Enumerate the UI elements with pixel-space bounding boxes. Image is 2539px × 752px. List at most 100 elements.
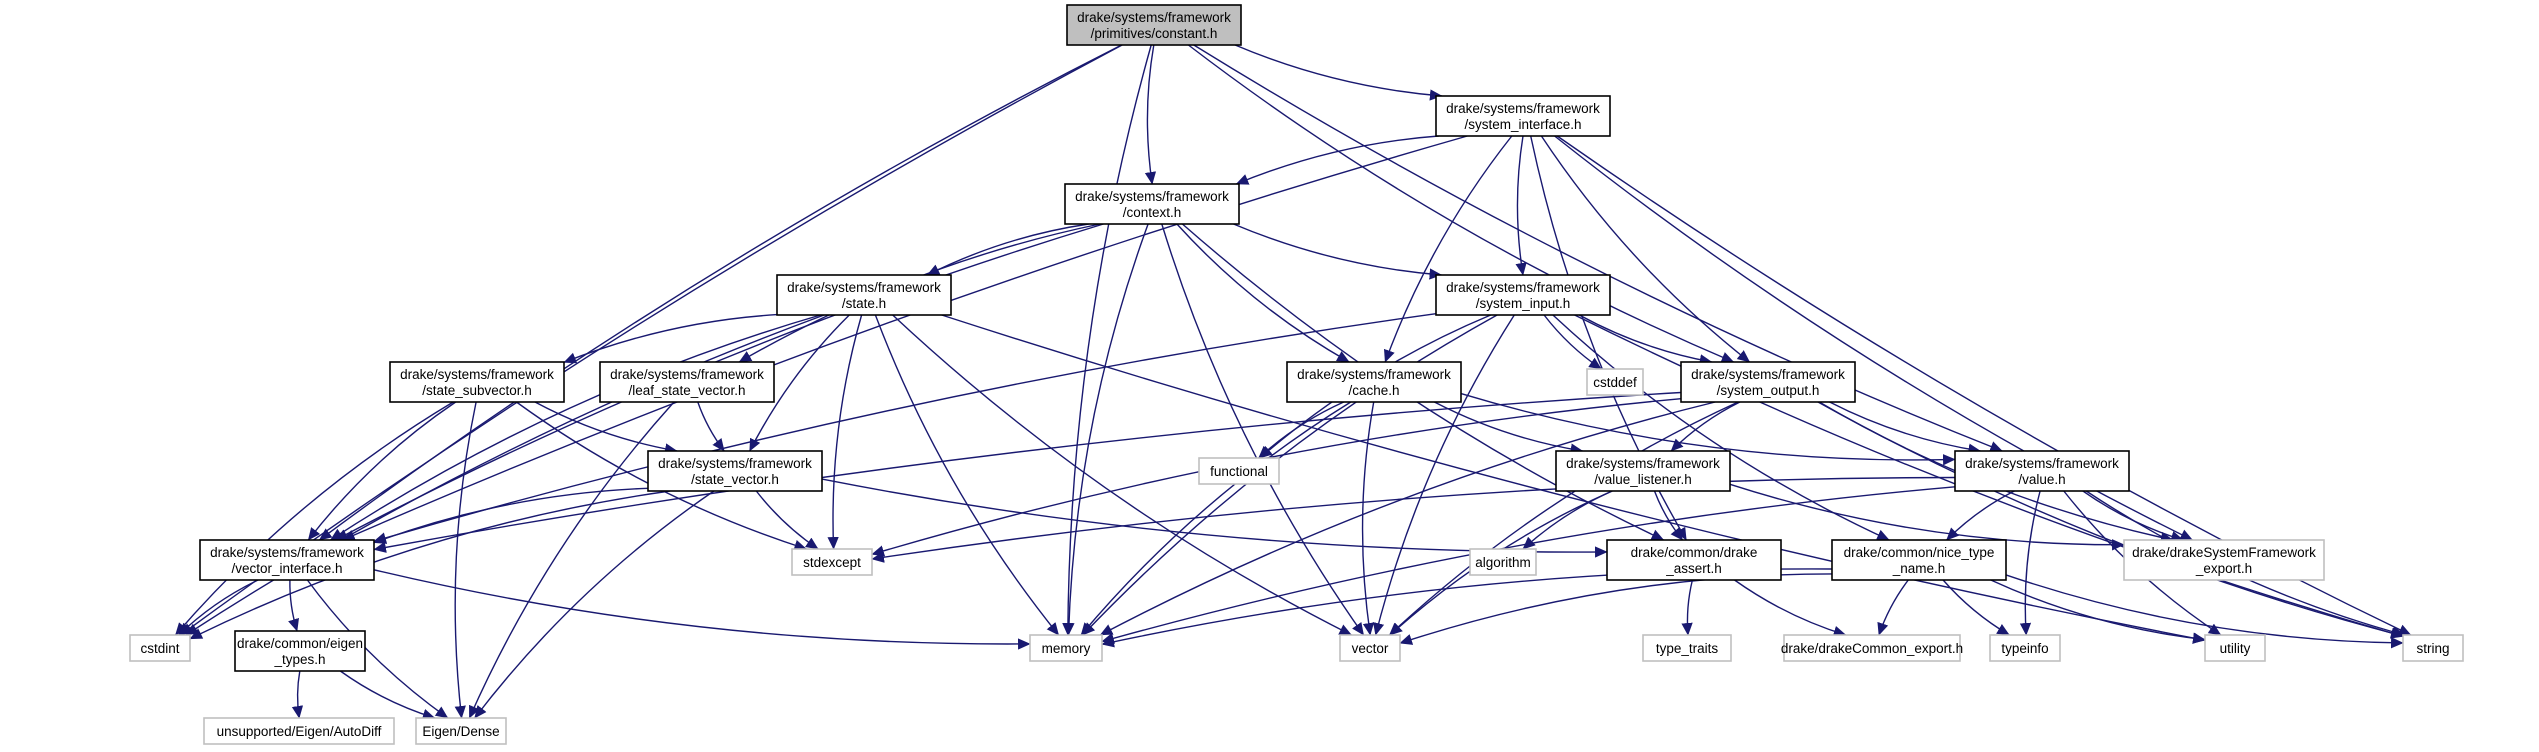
edge-vector_interface-to-memory (373, 569, 1031, 650)
node-label-line: drake/systems/framework (1965, 456, 2119, 471)
edge-line (563, 313, 778, 364)
edge-value-to-stdexcept (871, 476, 1956, 563)
edge-nice_type_name-to-typeinfo (1942, 579, 2010, 636)
node-label-line: functional (1210, 464, 1268, 479)
edge-constant-to-value (1193, 44, 2003, 452)
node-label-line: unsupported/Eigen/AutoDiff (217, 724, 382, 739)
node-box (1606, 539, 1782, 581)
edge-state_vector-to-eigen_dense (474, 490, 715, 719)
edge-line (1234, 44, 1443, 101)
node-system-input[interactable]: drake/systems/framework/system_input.h (1435, 274, 1611, 316)
node-leaf-state-vector[interactable]: drake/systems/framework/leaf_state_vecto… (599, 361, 775, 403)
node-label-line: /system_output.h (1717, 383, 1820, 398)
node-utility: utility (2204, 634, 2266, 662)
node-label-line: drake/common/drake (1631, 545, 1758, 560)
node-label-line: drake/systems/framework (610, 367, 764, 382)
node-label-line: _name.h (1892, 561, 1946, 576)
edge-constant-to-context (1144, 44, 1157, 185)
node-box (2123, 539, 2325, 581)
edge-line (1990, 579, 2206, 644)
node-label-line: drake/systems/framework (400, 367, 554, 382)
edge-system_output-to-value (1829, 401, 1982, 455)
edge-system_interface-to-context (1235, 135, 1439, 185)
node-label-line: /state_subvector.h (422, 383, 532, 398)
node-label-line: type_traits (1656, 641, 1719, 656)
node-label-line: string (2416, 641, 2449, 656)
edge-eigen_types-to-autodiff (291, 670, 304, 719)
node-box (1555, 450, 1731, 492)
edge-line (1817, 401, 2404, 639)
node-box (1831, 539, 2007, 581)
edge-state-to-stdexcept (827, 314, 863, 550)
node-nice-type-name[interactable]: drake/common/nice_type_name.h (1831, 539, 2007, 581)
edge-line (1080, 401, 1352, 636)
edge-state_subvector-to-eigen_dense (454, 401, 477, 719)
node-constant[interactable]: drake/systems/framework/primitives/const… (1066, 4, 1242, 46)
node-label-line: cstddef (1593, 375, 1637, 390)
edge-system_interface-to-system_input (1515, 135, 1527, 276)
edge-value_listener-to-drake_assert (1653, 490, 1684, 541)
edge-cache-to-value (1460, 392, 1956, 466)
edge-line (454, 401, 477, 719)
node-label-line: /value_listener.h (1594, 472, 1692, 487)
node-system-interface[interactable]: drake/systems/framework/system_interface… (1435, 95, 1611, 137)
node-system-output[interactable]: drake/systems/framework/system_output.h (1680, 361, 1856, 403)
node-box (599, 361, 775, 403)
node-drake-assert[interactable]: drake/common/drake_assert.h (1606, 539, 1782, 581)
edge-vector_interface-to-eigen_types (288, 579, 299, 632)
edge-line (874, 314, 1060, 636)
node-box (1586, 368, 1644, 396)
node-box (1198, 457, 1280, 485)
edge-system_output-to-vector_interface (373, 391, 1682, 553)
edge-cache-to-memory (1080, 401, 1352, 636)
node-eigen-types[interactable]: drake/common/eigen_types.h (234, 630, 366, 672)
edge-system_output-to-vector (1389, 401, 1739, 636)
node-cache[interactable]: drake/systems/framework/cache.h (1286, 361, 1462, 403)
edge-system_output-to-value_listener (1670, 401, 1741, 452)
node-box (2402, 634, 2464, 662)
node-cstddef: cstddef (1586, 368, 1644, 396)
edge-line (1946, 490, 2015, 541)
edge-line (1515, 135, 1527, 276)
node-stdexcept: stdexcept (791, 548, 873, 576)
edge-line (178, 579, 259, 636)
edge-line (306, 579, 449, 719)
edge-line (1460, 392, 1956, 466)
node-box (791, 548, 873, 576)
node-algorithm: algorithm (1469, 548, 1537, 576)
edge-line (291, 670, 304, 719)
edge-line (1729, 483, 2125, 551)
edge-system_interface-to-vector_interface (342, 135, 1468, 541)
node-state-vector[interactable]: drake/systems/framework/state_vector.h (647, 450, 823, 492)
edge-line (373, 487, 649, 544)
edge-state_vector-to-vector_interface (373, 487, 649, 544)
node-state-subvector[interactable]: drake/systems/framework/state_subvector.… (389, 361, 565, 403)
edge-line (288, 579, 299, 632)
node-box (1435, 95, 1611, 137)
node-label-line: drake/systems/framework (1446, 101, 1600, 116)
edge-line (941, 314, 2206, 644)
edge-state_subvector-to-vector_interface (307, 401, 457, 541)
edge-line (871, 398, 1682, 557)
node-value-listener[interactable]: drake/systems/framework/value_listener.h (1555, 450, 1731, 492)
edge-nice_type_name-to-vector (1399, 573, 1833, 645)
edge-line (1193, 44, 2003, 452)
node-vector-interface[interactable]: drake/systems/framework/vector_interface… (199, 539, 375, 581)
edge-line (2005, 574, 2404, 649)
node-state[interactable]: drake/systems/framework/state.h (776, 274, 952, 316)
edge-value_listener-to-algorithm (1522, 490, 1613, 550)
node-label-line: stdexcept (803, 555, 861, 570)
edge-line (1389, 401, 1739, 636)
node-label-line: /vector_interface.h (231, 561, 342, 576)
node-box (415, 717, 507, 745)
edge-line (1361, 401, 1375, 636)
edge-state-to-vector_interface (329, 314, 821, 541)
node-context[interactable]: drake/systems/framework/context.h (1064, 183, 1240, 225)
node-box (1286, 361, 1462, 403)
node-label-line: Eigen/Dense (422, 724, 499, 739)
edge-line (1681, 579, 1694, 636)
node-label-line: /system_interface.h (1464, 117, 1581, 132)
node-box (1066, 4, 1242, 46)
node-value[interactable]: drake/systems/framework/value.h (1954, 450, 2130, 492)
node-cstdint: cstdint (129, 634, 191, 662)
